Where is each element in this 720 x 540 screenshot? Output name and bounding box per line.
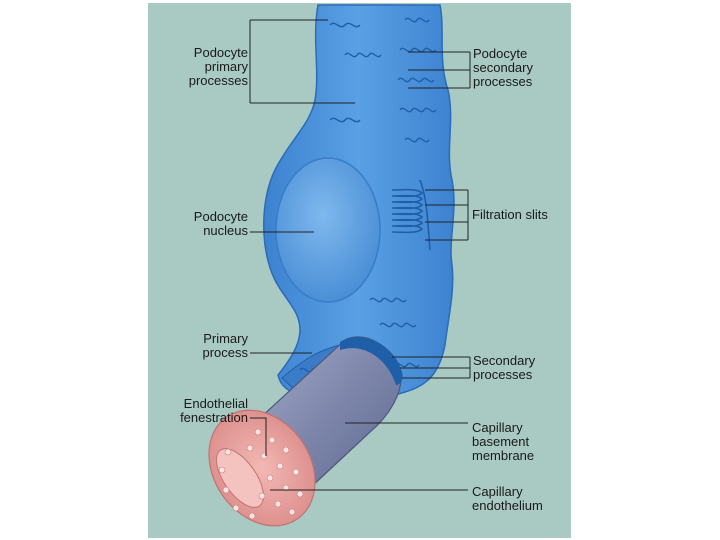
label-secondary-processes: Secondary processes <box>473 353 536 382</box>
label-endothelial-fenestration: Endothelial fenestration <box>180 396 248 425</box>
label-podocyte-secondary-processes: Podocyte secondary processes <box>473 46 533 89</box>
label-capillary-basement-membrane: Capillary basement membrane <box>472 420 535 463</box>
label-filtration-slits: Filtration slits <box>472 207 548 222</box>
label-capillary-endothelium: Capillary endothelium <box>472 484 543 513</box>
filtration-slit-folds <box>391 179 431 251</box>
capillary-rim <box>340 336 403 385</box>
label-podocyte-nucleus: Podocyte nucleus <box>193 209 248 238</box>
podocyte-nucleus <box>275 157 381 303</box>
leader-lines <box>249 19 471 491</box>
label-primary-process: Primary process <box>202 331 248 360</box>
secondary-process-squiggles-top <box>329 17 437 143</box>
label-podocyte-primary-processes: Podocyte primary processes <box>188 45 248 88</box>
endothelial-fenestrations <box>218 428 304 520</box>
